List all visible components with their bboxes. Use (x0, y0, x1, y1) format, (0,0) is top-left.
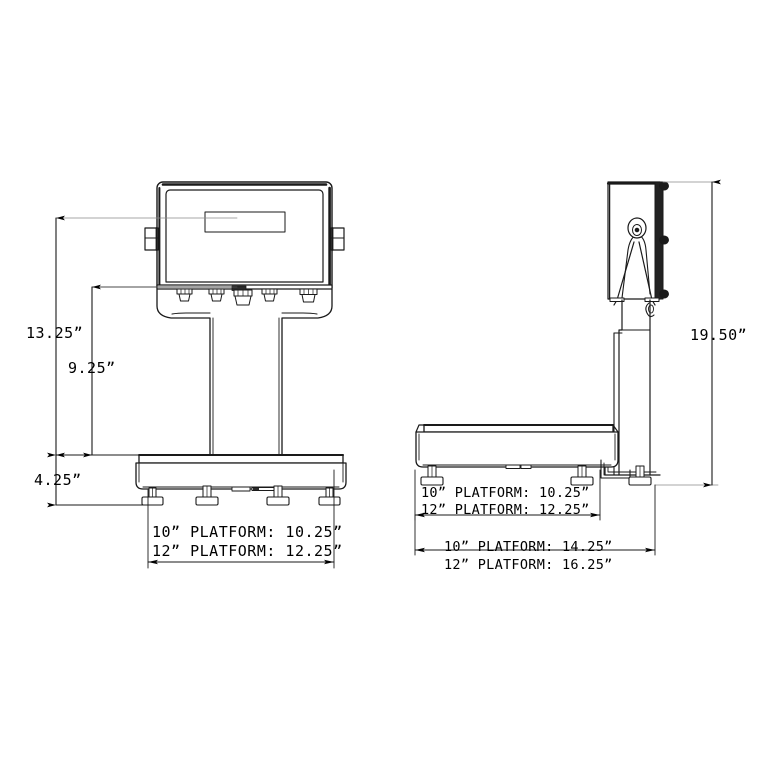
cable-gland (261, 288, 278, 302)
cable-gland (176, 288, 193, 302)
column-bracket-front (156, 288, 333, 456)
dim-label-front-width-10: 10ˮ PLATFORM: 10.25ˮ (152, 523, 343, 541)
cable-gland-main (231, 285, 253, 306)
cable-gland (299, 288, 318, 303)
indicator-head-side (606, 181, 669, 300)
front-view-group (135, 181, 347, 506)
mount-boss (659, 289, 669, 299)
dim-label-side-depth-10: 10ˮ PLATFORM: 10.25ˮ (421, 485, 590, 501)
leveling-foot (266, 485, 290, 506)
side-view-group (415, 181, 669, 486)
right-tilt-knob (330, 227, 345, 251)
indicator-head-front (156, 181, 333, 290)
leveling-foot (570, 465, 594, 486)
leveling-foot (628, 465, 652, 486)
dim-label-column-height-front: 9.25ˮ (68, 359, 116, 377)
leveling-foot (141, 487, 164, 506)
cable-gland-strip (156, 284, 333, 306)
dim-label-platform-height-front: 4.25ˮ (34, 471, 82, 489)
cable-gland (208, 288, 225, 302)
dim-label-overall-depth-12: 12ˮ PLATFORM: 16.25ˮ (444, 557, 613, 573)
dim-label-overall-depth-10: 10ˮ PLATFORM: 14.25ˮ (444, 539, 613, 555)
platform-side (415, 424, 631, 479)
leveling-foot (195, 485, 219, 506)
dim-label-front-width-12: 12ˮ PLATFORM: 12.25ˮ (152, 542, 343, 560)
leveling-foot (420, 465, 444, 486)
mount-boss (659, 235, 669, 245)
dim-label-overall-height-side: 19.50ˮ (690, 326, 747, 344)
mount-boss (659, 181, 669, 191)
left-tilt-knob (144, 227, 159, 251)
leveling-foot (318, 487, 341, 506)
dim-label-overall-height-front: 13.25ˮ (26, 324, 83, 342)
dim-label-side-depth-12: 12ˮ PLATFORM: 12.25ˮ (421, 502, 590, 518)
side-dimension-lines (414, 179, 721, 556)
front-dimension-lines (47, 215, 335, 569)
lcd-display-window (204, 211, 286, 233)
column-mount-bracket (609, 217, 660, 318)
platform-front (135, 454, 347, 492)
